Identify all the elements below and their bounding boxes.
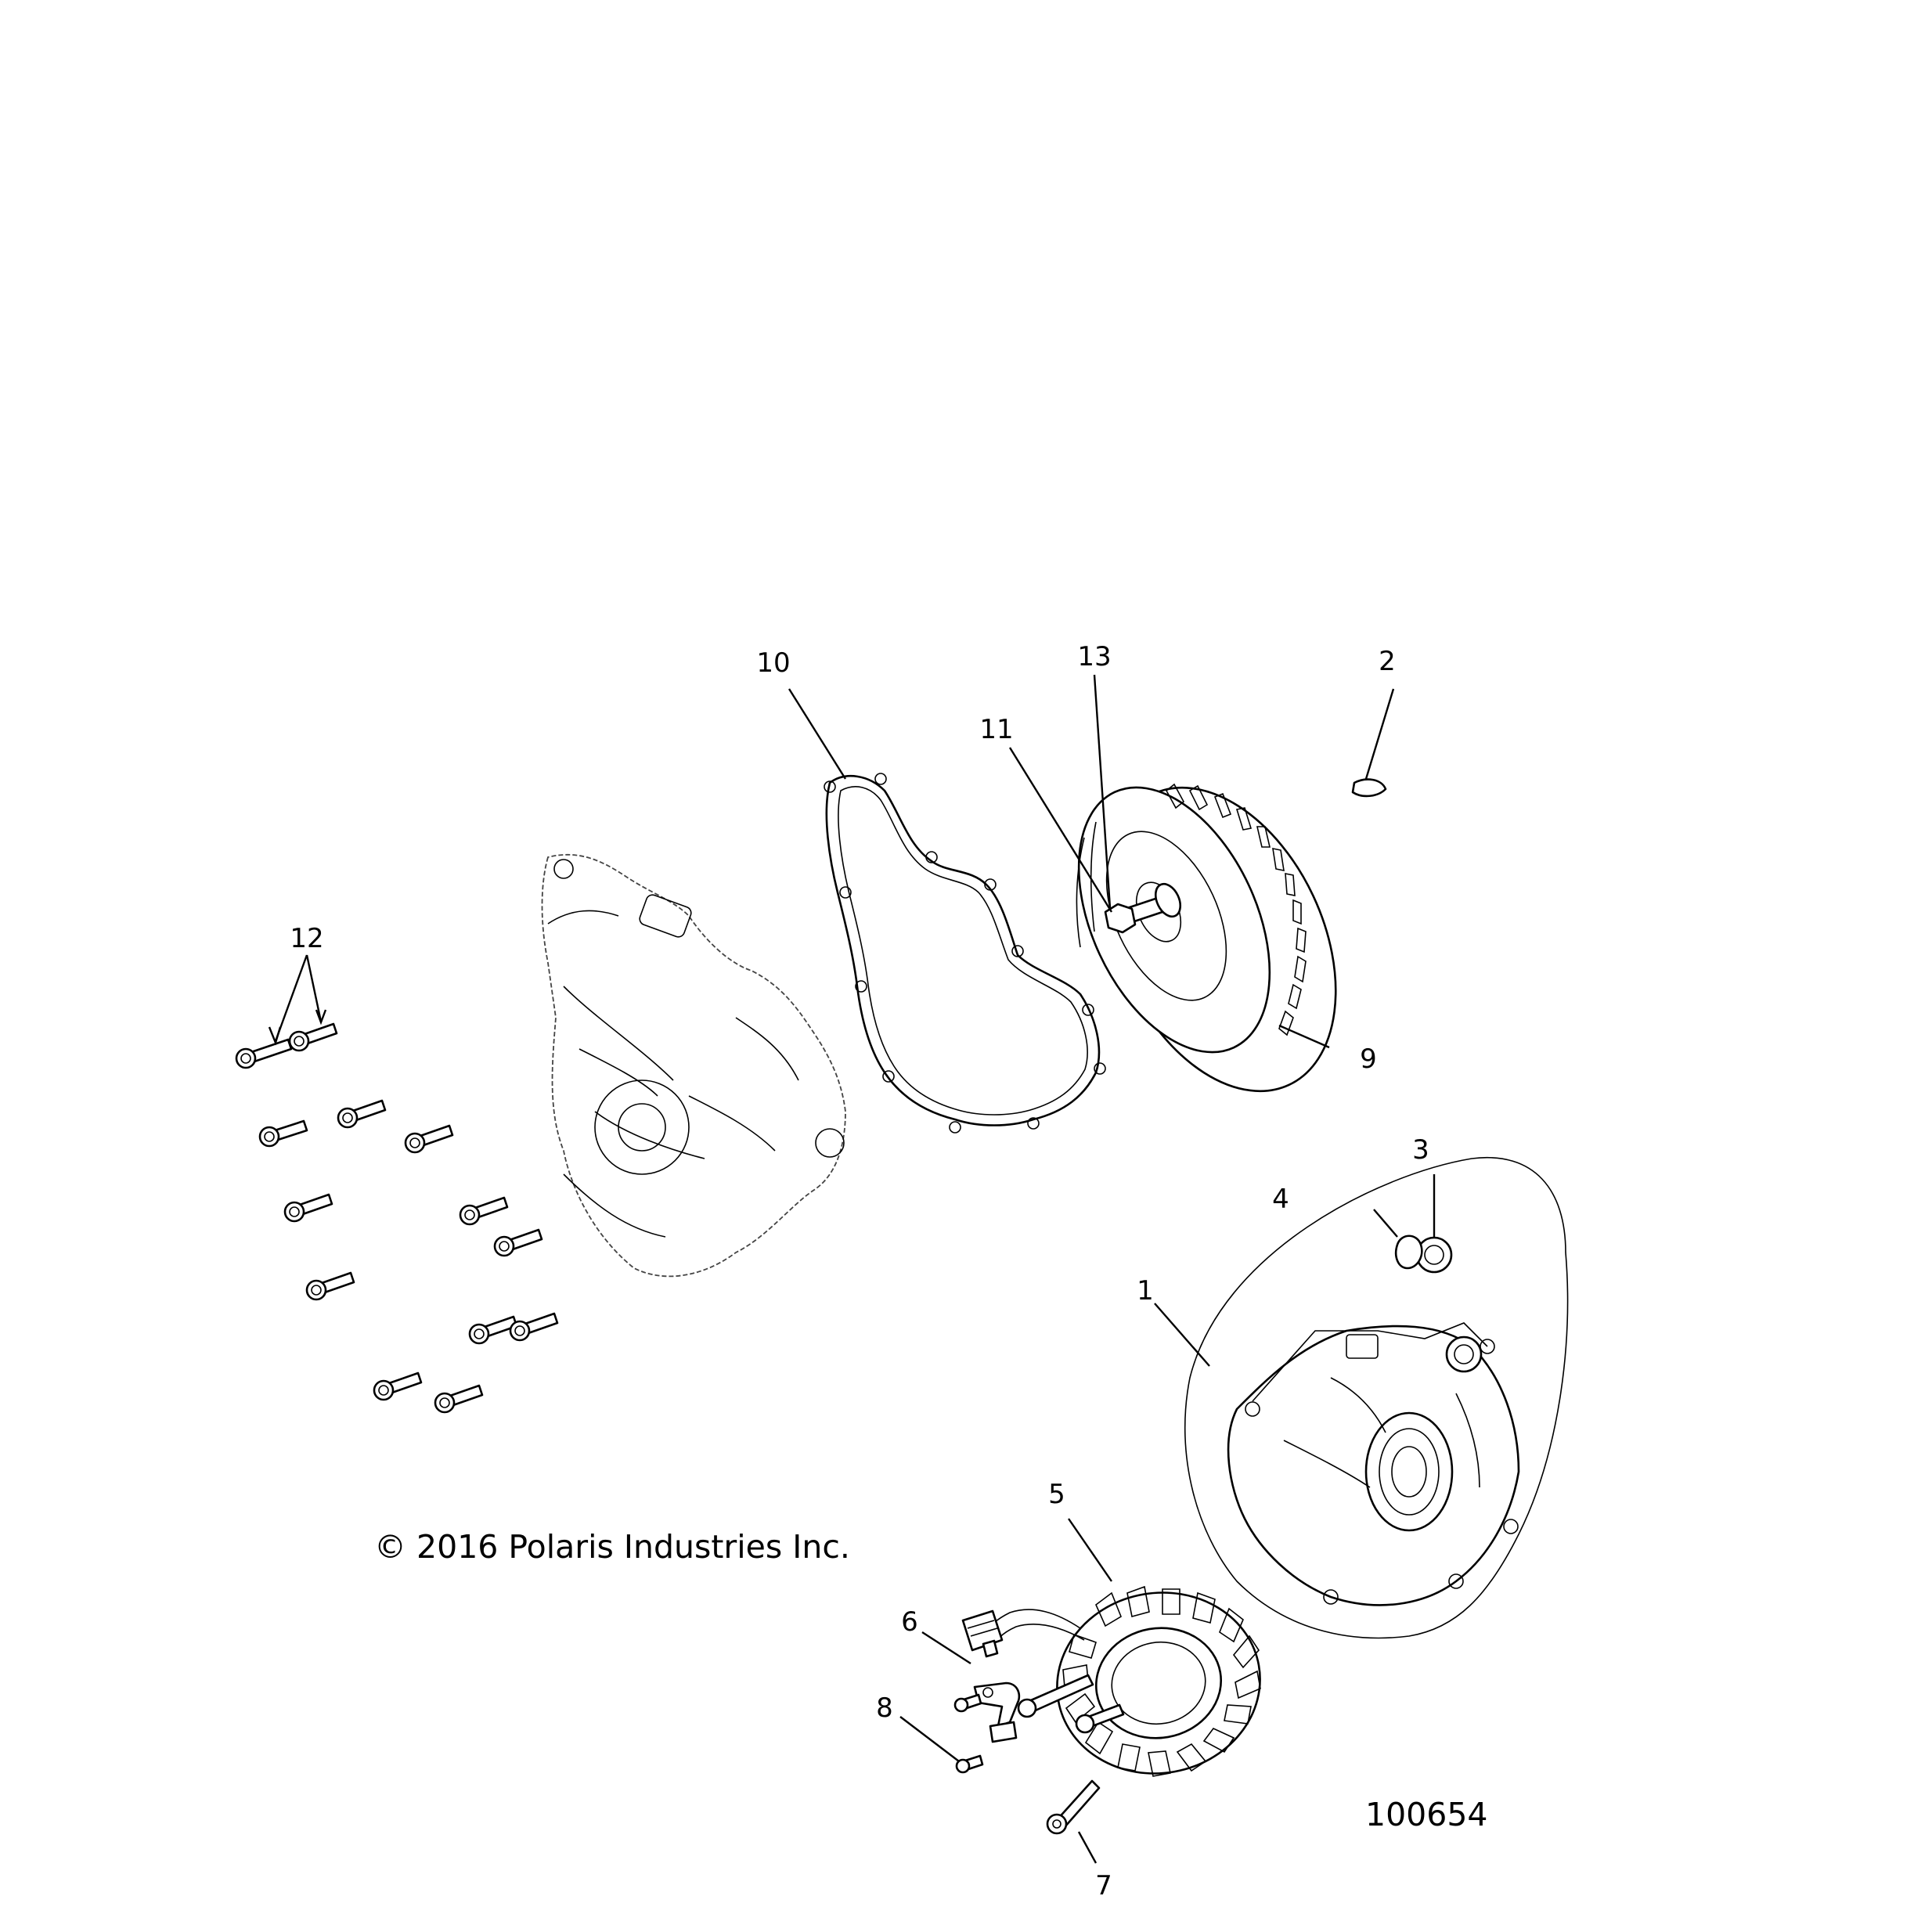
leader-lines	[268, 674, 1436, 1864]
callout-4: 4	[1272, 1184, 1289, 1215]
cover-gasket	[824, 773, 1106, 1134]
callout-9: 9	[1360, 1043, 1377, 1075]
bolt	[305, 1271, 355, 1301]
bolt	[235, 1038, 293, 1069]
callout-11: 11	[979, 714, 1013, 745]
bolt	[468, 1315, 518, 1345]
retaining-ring	[1394, 1235, 1423, 1270]
bolt	[337, 1099, 387, 1129]
stator-housing-group	[1184, 1156, 1569, 1639]
callout-3: 3	[1412, 1134, 1429, 1166]
callout-labels: 1 2 3 4 5 6 7 8 9 10 11 12 13	[290, 641, 1429, 1901]
bolt	[493, 1228, 543, 1257]
copyright-notice: © 2016 Polaris Industries Inc.	[374, 1528, 850, 1566]
callout-12: 12	[290, 923, 323, 954]
stator-screws	[1017, 1674, 1125, 1835]
bolt	[373, 1372, 423, 1401]
bolt	[288, 1022, 338, 1052]
callout-8: 8	[876, 1692, 893, 1724]
callout-13: 13	[1077, 641, 1111, 672]
callout-2: 2	[1379, 646, 1396, 677]
callout-7: 7	[1095, 1870, 1112, 1901]
bolt	[404, 1124, 454, 1154]
callout-5: 5	[1048, 1479, 1065, 1510]
callout-1: 1	[1137, 1275, 1154, 1307]
bolt	[283, 1193, 333, 1223]
callout-6: 6	[901, 1606, 918, 1638]
bolt	[434, 1384, 484, 1414]
flywheel	[1076, 783, 1337, 1093]
bolt	[509, 1312, 559, 1342]
stator-wire-harness	[961, 1609, 1085, 1658]
clamp-screws	[953, 1693, 984, 1774]
callout-10: 10	[756, 647, 790, 679]
flywheel-reluctor-teeth	[1165, 783, 1307, 1036]
engine-cover-ghost	[541, 854, 846, 1278]
woodruff-key	[1351, 778, 1387, 798]
flywheel-bolt	[1104, 882, 1182, 934]
bolt	[459, 1196, 509, 1226]
wire-clamp	[973, 1681, 1021, 1743]
bolt	[258, 1119, 308, 1148]
figure-number: 100654	[1365, 1796, 1488, 1833]
stator	[1056, 1585, 1261, 1777]
cover-bolts	[235, 1022, 559, 1414]
